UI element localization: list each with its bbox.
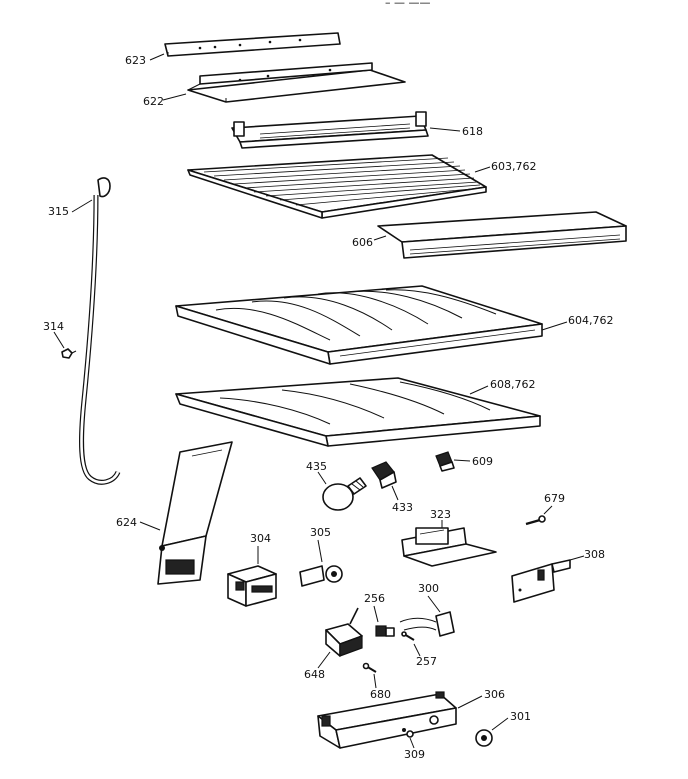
part-314-clip[interactable] — [61, 348, 77, 359]
callout-323: 323 — [430, 508, 451, 521]
part-648-thermostat[interactable] — [325, 607, 363, 657]
callout-435: 435 — [306, 460, 327, 473]
header-fragment: – — —— — [385, 0, 431, 9]
part-306-control-housing[interactable] — [317, 691, 457, 749]
part-309-screw[interactable] — [406, 730, 414, 738]
part-308-terminal-bracket[interactable] — [511, 559, 571, 603]
part-323-relay-bracket[interactable] — [401, 527, 497, 567]
callout-305: 305 — [310, 526, 331, 539]
callout-314: 314 — [43, 320, 64, 333]
part-435-light-bulb[interactable] — [322, 477, 367, 511]
part-623-trim-strip[interactable] — [164, 32, 341, 57]
part-604-crisper-pan[interactable] — [175, 285, 543, 365]
callout-618: 618 — [462, 125, 483, 138]
callout-604: 604,762 — [568, 314, 614, 327]
callout-624: 624 — [116, 516, 137, 529]
callout-679: 679 — [544, 492, 565, 505]
callout-309: 309 — [404, 748, 425, 761]
callout-315: 315 — [48, 205, 69, 218]
callout-648: 648 — [304, 668, 325, 681]
part-257-wire-clip[interactable] — [401, 631, 415, 641]
part-606-crisper-cover[interactable] — [377, 211, 627, 259]
part-301-knob[interactable] — [475, 729, 493, 747]
callout-257: 257 — [416, 655, 437, 668]
part-315-tube[interactable] — [79, 177, 121, 485]
part-622-cover[interactable] — [187, 62, 406, 103]
part-608-lower-pan[interactable] — [175, 377, 541, 447]
callout-608: 608,762 — [490, 378, 536, 391]
callout-623: 623 — [125, 54, 146, 67]
callout-606: 606 — [352, 236, 373, 249]
callout-308: 308 — [584, 548, 605, 561]
callout-306: 306 — [484, 688, 505, 701]
callout-256: 256 — [364, 592, 385, 605]
part-305-overload[interactable] — [299, 565, 343, 587]
callout-609: 609 — [472, 455, 493, 468]
callout-680: 680 — [370, 688, 391, 701]
part-618-shelf-rail[interactable] — [231, 111, 429, 149]
callout-603: 603,762 — [491, 160, 537, 173]
part-433-socket[interactable] — [371, 461, 397, 489]
callout-433: 433 — [392, 501, 413, 514]
part-256-connector[interactable] — [375, 625, 395, 637]
part-603-wire-shelf[interactable] — [187, 154, 487, 219]
callout-622: 622 — [143, 95, 164, 108]
part-300-harness-plug[interactable] — [399, 611, 455, 637]
callout-301: 301 — [510, 710, 531, 723]
part-624-control-panel[interactable] — [157, 441, 233, 585]
callout-300: 300 — [418, 582, 439, 595]
part-609-bracket[interactable] — [435, 451, 455, 472]
part-679-screw[interactable] — [525, 515, 546, 526]
part-304-start-relay[interactable] — [227, 565, 277, 607]
part-680-screw[interactable] — [362, 662, 377, 673]
callout-304: 304 — [250, 532, 271, 545]
